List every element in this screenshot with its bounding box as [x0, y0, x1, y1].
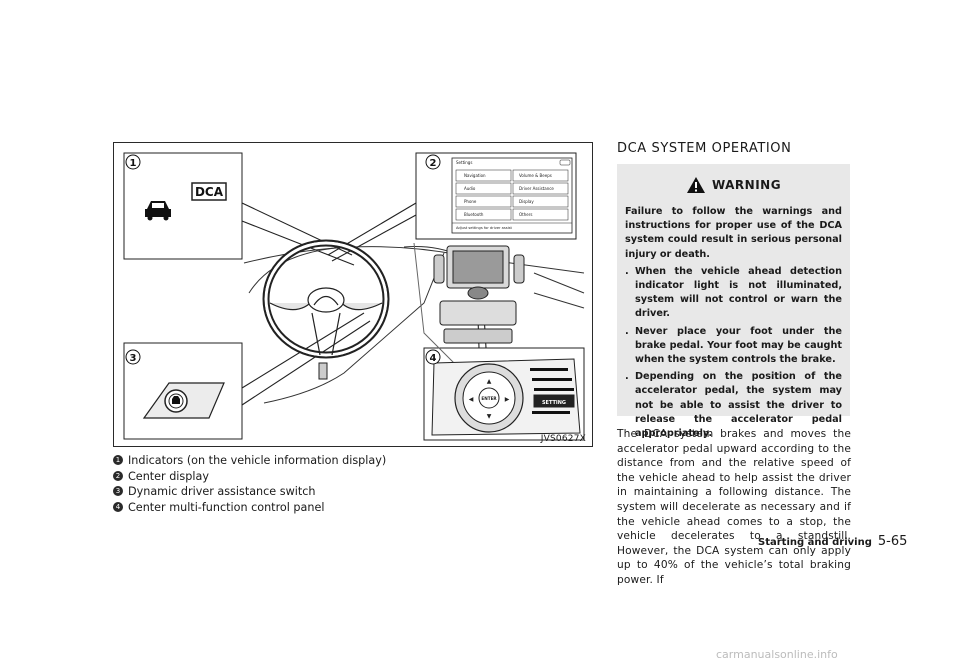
- warning-header: WARNING: [625, 174, 842, 196]
- legend-item: 2 Center display: [113, 469, 413, 485]
- legend-item: 4 Center multi-function control panel: [113, 500, 413, 516]
- legend-text: Indicators (on the vehicle information d…: [128, 454, 387, 467]
- screen-item-navigation: Navigation: [464, 173, 486, 178]
- figure-code: JVS0627X: [540, 434, 586, 444]
- warning-box: WARNING Failure to follow the warnings a…: [617, 164, 850, 439]
- car-icon: [145, 201, 171, 221]
- watermark: carmanualsonline.info: [716, 648, 838, 661]
- dashboard-figure: DCA Settings Navigation Audio Phone Blue: [113, 142, 593, 447]
- steering-wheel-drawing: [262, 239, 390, 359]
- screen-item-bluetooth: Bluetooth: [464, 212, 484, 217]
- warning-bullet: . Depending on the position of the accel…: [625, 370, 842, 441]
- bullet-dot: .: [625, 265, 629, 277]
- screen-item-others: Others: [519, 212, 532, 217]
- figure-legend: 1 Indicators (on the vehicle information…: [113, 453, 413, 515]
- bullet-dot: .: [625, 325, 629, 337]
- callout-2: 2: [425, 154, 441, 170]
- legend-item: 3 Dynamic driver assistance switch: [113, 484, 413, 500]
- section-heading: DCA SYSTEM OPERATION: [617, 141, 792, 156]
- legend-item: 1 Indicators (on the vehicle information…: [113, 453, 413, 469]
- dca-indicator-drawing: DCA: [145, 182, 227, 221]
- back-icon: [559, 159, 571, 166]
- dca-label: DCA: [195, 185, 224, 199]
- svg-text:3: 3: [130, 353, 137, 364]
- screen-title: Settings: [456, 160, 472, 165]
- legend-number: 3: [113, 486, 123, 496]
- legend-text: Dynamic driver assistance switch: [128, 485, 316, 498]
- warning-bullet: . When the vehicle ahead detection indic…: [625, 265, 842, 322]
- warning-text: Failure to follow the warnings and instr…: [625, 205, 842, 441]
- screen-footer: Adjust settings for driver assist: [456, 226, 512, 230]
- setting-label: SETTING: [542, 400, 566, 406]
- arrow-right-icon: ▶: [505, 396, 510, 403]
- legend-number: 4: [113, 501, 123, 512]
- warning-intro: Failure to follow the warnings and instr…: [625, 206, 842, 260]
- settings-screen-drawing: Settings Navigation Audio Phone Bluetoot…: [451, 157, 573, 234]
- legend-text: Center display: [128, 469, 209, 483]
- body-paragraph: The DCA system brakes and moves the acce…: [617, 428, 851, 586]
- legend-number: 1: [113, 455, 123, 465]
- arrow-down-icon: ▼: [487, 413, 492, 420]
- callout-1: 1: [125, 154, 141, 170]
- svg-text:4: 4: [430, 353, 437, 364]
- inset-1-frame: [123, 152, 243, 260]
- screen-item-volume: Volume & Beeps: [519, 173, 552, 178]
- dashboard-illustration: DCA Settings Navigation Audio Phone Blue: [123, 152, 585, 441]
- warning-bullet: . Never place your foot under the brake …: [625, 325, 842, 368]
- bullet-dot: .: [625, 371, 629, 383]
- footer-section-name: Starting and driving: [758, 537, 872, 548]
- arrow-left-icon: ◀: [469, 396, 474, 403]
- bullet-text: When the vehicle ahead detection indicat…: [635, 265, 842, 320]
- dca-switch-drawing: [142, 382, 225, 419]
- arrow-up-icon: ▲: [487, 378, 492, 385]
- page-number: 5-65: [877, 534, 908, 549]
- legend-number: 2: [113, 470, 123, 481]
- bullet-text: Never place your foot under the brake pe…: [635, 325, 842, 366]
- callout-4: 4: [425, 349, 441, 365]
- screen-item-phone: Phone: [464, 199, 477, 204]
- svg-text:2: 2: [430, 158, 437, 169]
- legend-text: Center multi-function control panel: [128, 500, 325, 514]
- warning-title: WARNING: [711, 178, 782, 192]
- screen-item-display: Display: [519, 199, 534, 204]
- screen-item-audio: Audio: [464, 186, 476, 191]
- page-footer: Starting and driving 5-65: [758, 534, 907, 549]
- control-panel-drawing: ENTER ▲ ▼ ◀ ▶ SETTING: [431, 358, 581, 436]
- center-console-drawing: [433, 245, 525, 344]
- warning-triangle-icon: [686, 177, 705, 193]
- pedal-drawing: [318, 362, 328, 380]
- car-icon: [172, 396, 180, 404]
- callout-3: 3: [125, 349, 141, 365]
- enter-label: ENTER: [481, 396, 497, 401]
- bullet-text: Depending on the position of the acceler…: [635, 371, 842, 440]
- svg-text:1: 1: [130, 158, 137, 169]
- screen-item-driver-assistance: Driver Assistance: [519, 186, 554, 191]
